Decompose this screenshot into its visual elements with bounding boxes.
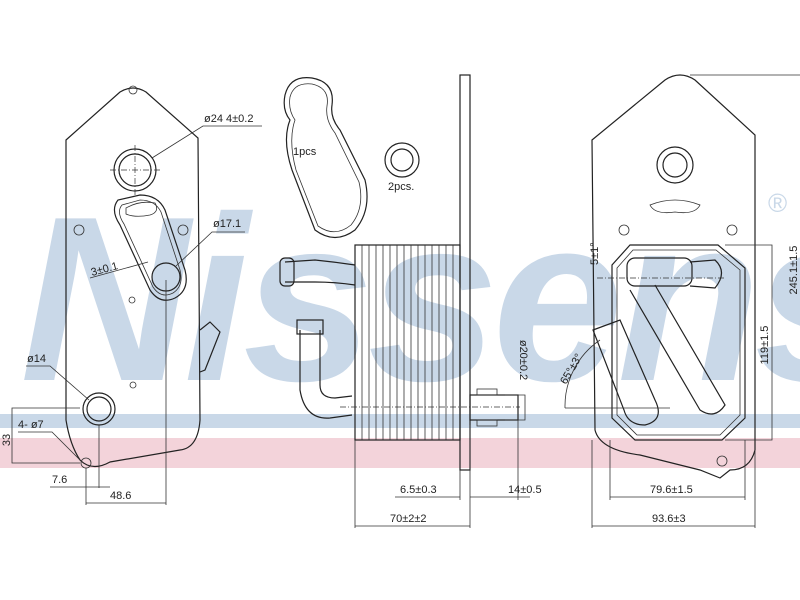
dim-stub-length: 14±0.5	[508, 484, 542, 496]
watermark-pink-band	[0, 438, 800, 468]
cooler-fins	[361, 245, 454, 440]
dim-small-port: ø14	[27, 353, 46, 365]
dim-stub-diameter: ø20±0.2	[517, 340, 529, 380]
right-view: 65°±3° 5±1° 119±1.5 245.1±1.5 79.6±1.5 9…	[558, 74, 800, 528]
dim-plate-thickness: 6.5±0.3	[400, 484, 437, 496]
dim-core-width: 79.6±1.5	[650, 484, 693, 496]
dim-offset-horizontal: 7.6	[52, 474, 67, 486]
middle-view: 1pcs 2pcs. ø20±0.2 6.5±0.3	[279, 74, 542, 528]
dim-total-width: 93.6±3	[652, 513, 686, 525]
dim-mount-holes: 4- ø7	[18, 419, 44, 431]
dim-core-height: 119±1.5	[759, 326, 771, 365]
gasket-quantity-label: 1pcs	[293, 146, 317, 158]
dim-depth: 70±2±2	[390, 513, 427, 525]
dim-total-height: 245.1±1.5	[788, 246, 800, 295]
dim-top-angle: 5±1°	[589, 242, 601, 265]
dim-outlet-port: ø17.1	[213, 218, 241, 230]
dim-main-port: ø24 4±0.2	[204, 113, 253, 125]
dim-port-span: 48.6	[110, 490, 131, 502]
registered-mark: ®	[768, 188, 787, 218]
ring-quantity-label: 2pcs.	[388, 181, 414, 193]
watermark-logo: Nissens	[20, 167, 800, 430]
dim-offset-vertical: 33	[1, 434, 13, 446]
left-view: ø24 4±0.2 ø17.1 3±0.1 ø14 4- ø7 33 7.6 4…	[1, 85, 262, 505]
